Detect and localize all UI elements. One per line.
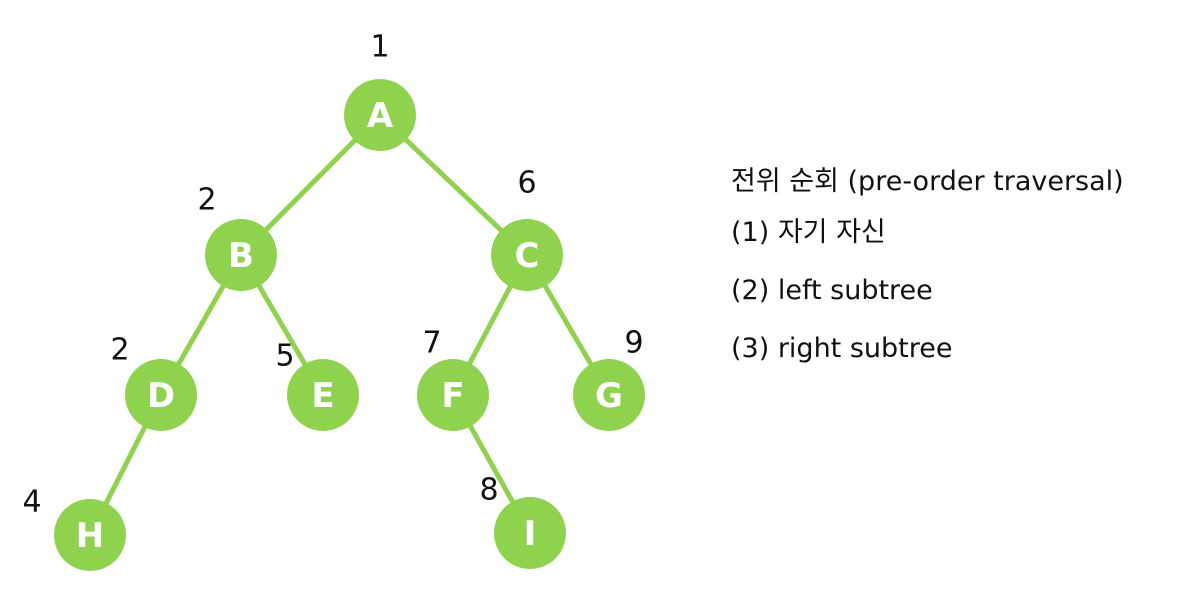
node-label-H: H	[76, 516, 104, 556]
order-label-E: 5	[275, 339, 294, 374]
traversal-legend: 전위 순회 (pre-order traversal) (1) 자기 자신 (2…	[731, 160, 1124, 378]
node-E: E	[287, 359, 359, 431]
legend-title: 전위 순회 (pre-order traversal)	[731, 166, 1124, 197]
node-circle-C	[491, 219, 563, 291]
node-circle-H	[54, 499, 126, 571]
order-label-G: 9	[624, 326, 643, 361]
node-I: I	[494, 497, 566, 569]
legend-item-right-subtree: (3) right subtree	[731, 333, 953, 364]
order-label-D: 2	[110, 333, 129, 368]
order-label-A: 1	[370, 30, 389, 65]
visit-order-labels: 1 2 6 2 5 7 9 4 8	[22, 30, 643, 520]
node-circle-D	[125, 359, 197, 431]
order-label-C: 6	[517, 166, 536, 201]
node-label-E: E	[311, 376, 334, 416]
legend-item-self: (1) 자기 자신	[731, 217, 886, 248]
node-H: H	[54, 499, 126, 571]
node-label-F: F	[441, 376, 464, 416]
node-circle-G	[573, 359, 645, 431]
node-label-C: C	[515, 236, 540, 276]
node-label-B: B	[228, 236, 254, 276]
node-circle-E	[287, 359, 359, 431]
node-label-I: I	[524, 514, 537, 554]
order-label-H: 4	[22, 485, 41, 520]
order-label-B: 2	[197, 183, 216, 218]
node-circle-B	[205, 219, 277, 291]
node-F: F	[417, 359, 489, 431]
tree-nodes: A B C D E F G H I	[54, 79, 645, 571]
node-G: G	[573, 359, 645, 431]
order-label-F: 7	[422, 326, 441, 361]
node-circle-F	[417, 359, 489, 431]
node-B: B	[205, 219, 277, 291]
node-label-D: D	[147, 376, 175, 416]
legend-item-left-subtree: (2) left subtree	[731, 275, 933, 306]
node-circle-I	[494, 497, 566, 569]
node-A: A	[344, 79, 416, 151]
node-D: D	[125, 359, 197, 431]
order-label-I: 8	[479, 473, 498, 508]
node-label-G: G	[595, 376, 623, 416]
node-circle-A	[344, 79, 416, 151]
node-C: C	[491, 219, 563, 291]
node-label-A: A	[367, 96, 394, 136]
